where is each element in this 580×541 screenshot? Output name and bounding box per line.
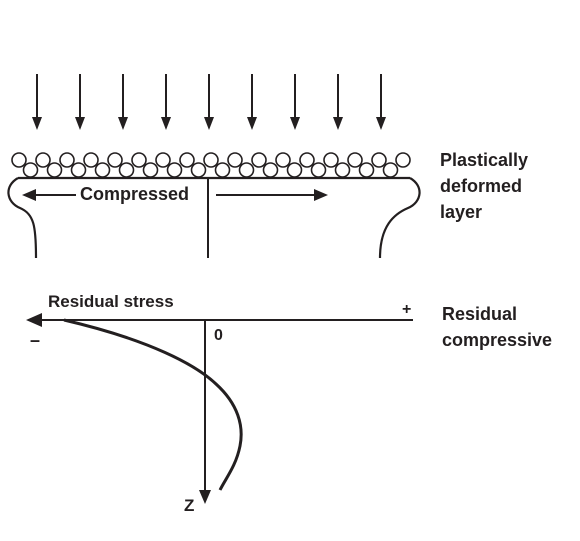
layer-label-line2: deformed bbox=[440, 176, 522, 196]
shot-ball bbox=[11, 152, 27, 168]
impact-arrow-head bbox=[118, 117, 128, 130]
minus-sign-label: – bbox=[30, 330, 40, 350]
shot-ball bbox=[310, 162, 327, 178]
compressed-right-arrow-head bbox=[314, 189, 328, 201]
shot-bottom-row bbox=[22, 162, 399, 178]
shot-ball bbox=[46, 162, 63, 178]
compressed-left-arrow-head bbox=[22, 189, 36, 201]
z-axis-label: Z bbox=[184, 496, 194, 515]
layer-label-line1: Plastically bbox=[440, 150, 528, 170]
impact-arrow-head bbox=[333, 117, 343, 130]
impact-arrow-head bbox=[290, 117, 300, 130]
impact-arrows bbox=[32, 74, 386, 130]
shot-ball bbox=[131, 152, 147, 168]
depth-axis-arrow-head bbox=[199, 490, 211, 504]
impact-arrow-head bbox=[247, 117, 257, 130]
shot-ball bbox=[203, 152, 219, 168]
shot-ball bbox=[358, 162, 375, 178]
impact-arrow-head bbox=[204, 117, 214, 130]
plus-sign-label: + bbox=[402, 301, 411, 318]
shot-ball bbox=[299, 152, 315, 168]
workpiece-right-edge bbox=[378, 177, 421, 259]
shot-ball bbox=[214, 162, 231, 178]
stress-axis-arrow-head bbox=[26, 313, 42, 327]
shot-ball bbox=[395, 152, 411, 168]
shot-ball bbox=[118, 162, 135, 178]
residual-stress-curve bbox=[63, 318, 243, 491]
shot-ball bbox=[22, 162, 39, 178]
impact-arrow-head bbox=[161, 117, 171, 130]
impact-arrow-head bbox=[32, 117, 42, 130]
shot-ball bbox=[83, 152, 99, 168]
shot-ball bbox=[190, 162, 207, 178]
shot-ball bbox=[107, 152, 123, 168]
shot-ball bbox=[286, 162, 303, 178]
layer-label-line3: layer bbox=[440, 202, 482, 222]
shot-ball bbox=[275, 152, 291, 168]
shot-ball bbox=[238, 162, 255, 178]
impact-arrow-head bbox=[75, 117, 85, 130]
shot-ball bbox=[59, 152, 75, 168]
shot-ball bbox=[347, 152, 363, 168]
shot-top-row bbox=[11, 152, 411, 168]
residual-compressive-line2: compressive bbox=[442, 330, 552, 350]
workpiece-left-edge bbox=[7, 177, 38, 259]
shot-ball bbox=[227, 152, 243, 168]
shot-ball bbox=[251, 152, 267, 168]
residual-stress-label: Residual stress bbox=[48, 292, 174, 311]
shot-ball bbox=[323, 152, 339, 168]
shot-ball bbox=[382, 162, 399, 178]
impact-arrow-head bbox=[376, 117, 386, 130]
shot-ball bbox=[70, 162, 87, 178]
shot-ball bbox=[179, 152, 195, 168]
shot-ball bbox=[262, 162, 279, 178]
residual-compressive-line1: Residual bbox=[442, 304, 517, 324]
shot-ball bbox=[94, 162, 111, 178]
shot-ball bbox=[142, 162, 159, 178]
shot-ball bbox=[371, 152, 387, 168]
shot-ball bbox=[334, 162, 351, 178]
shot-ball bbox=[35, 152, 51, 168]
shot-ball bbox=[155, 152, 171, 168]
zero-label: 0 bbox=[214, 327, 223, 344]
shot-ball bbox=[166, 162, 183, 178]
compressed-label: Compressed bbox=[80, 184, 189, 204]
